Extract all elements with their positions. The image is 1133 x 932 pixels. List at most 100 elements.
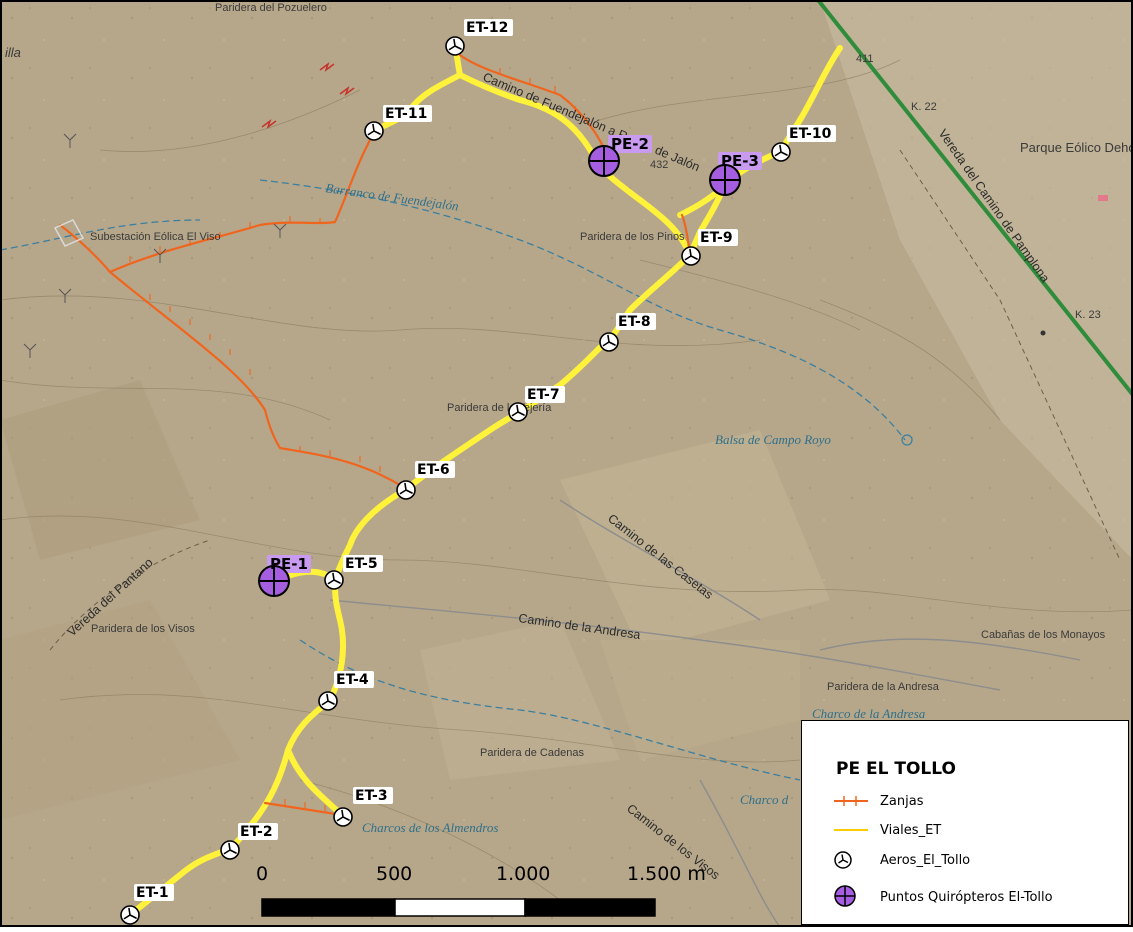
- bat-point-label: PE-1: [270, 555, 308, 573]
- bat-points-layer: PE-1 PE-2PE-3: [258, 135, 762, 597]
- wind-turbine-icon: [599, 332, 619, 352]
- water-label-charco-andresa: Charco de la Andresa: [812, 706, 926, 721]
- wind-turbine-et-9[interactable]: ET-9: [681, 229, 738, 266]
- turbine-label-halo: [464, 19, 513, 36]
- bat-point-label: PE-2: [611, 135, 649, 153]
- water-label-charco-edge: Charco d: [740, 792, 789, 807]
- scale-label-0: 0: [256, 863, 268, 885]
- wind-turbine-et-2[interactable]: ET-2: [220, 823, 278, 860]
- bat-point-icon: [834, 885, 856, 907]
- legend-label-zanjas: Zanjas: [880, 794, 924, 809]
- turbine-label-halo: [787, 125, 836, 142]
- km-label-22: K. 22: [911, 101, 937, 113]
- turbine-label: ET-10: [789, 126, 832, 142]
- turbine-label-halo: [698, 229, 738, 246]
- km-post-23: [1040, 330, 1046, 336]
- turbine-label-halo: [343, 555, 383, 572]
- wind-turbine-icon: [318, 691, 338, 711]
- legend-label-quiropteros: Puntos Quirópteros El-Tollo: [880, 890, 1053, 905]
- bat-point-pe-1[interactable]: PE-1: [258, 555, 311, 597]
- wind-turbine-icon: [508, 402, 528, 422]
- place-label-visos: Paridera de los Visos: [91, 623, 195, 635]
- turbine-label-halo: [616, 313, 656, 330]
- wind-turbine-et-5[interactable]: ET-5: [324, 555, 383, 590]
- elevation-label-432: 432: [650, 159, 668, 171]
- place-label-substation: Subestación Eólica El Viso: [90, 231, 221, 243]
- turbine-label-halo: [353, 787, 393, 804]
- wind-turbine-et-10[interactable]: ET-10: [771, 125, 836, 162]
- small-windmill-icons: [23, 133, 287, 358]
- wind-turbine-et-1[interactable]: ET-1: [120, 884, 174, 925]
- wind-turbine-icon: [120, 905, 140, 925]
- scale-label-500: 500: [376, 863, 412, 885]
- wind-turbine-icon: [324, 570, 344, 590]
- place-label-pozuelero: Paridera del Pozuelero: [215, 2, 327, 14]
- trench-ticks: [129, 68, 576, 811]
- field-boundaries: [0, 59, 1133, 901]
- km-label-23: K. 23: [1075, 309, 1101, 321]
- place-label-edge: illa: [5, 45, 21, 60]
- wind-turbine-icon: [396, 480, 416, 500]
- legend-label-aeros: Aeros_El_Tollo: [880, 853, 971, 868]
- wind-turbine-icon: [333, 807, 353, 827]
- turbine-label-halo: [415, 461, 455, 478]
- water-label-almendros: Charcos de los Almendros: [362, 820, 498, 835]
- turbine-label-halo: [134, 884, 174, 901]
- substation-marker: [53, 219, 85, 247]
- water-label-balsa: Balsa de Campo Royo: [715, 432, 831, 447]
- wind-turbine-icon: [445, 36, 465, 56]
- turbine-label: ET-5: [345, 556, 378, 572]
- turbine-label: ET-1: [136, 885, 169, 901]
- scale-label-1500: 1.500 m: [627, 863, 706, 885]
- turbine-label: ET-11: [385, 106, 427, 122]
- wind-turbine-et-11[interactable]: ET-11: [364, 105, 432, 141]
- wind-turbine-et-8[interactable]: ET-8: [599, 313, 656, 352]
- turbine-label: ET-7: [527, 387, 560, 403]
- turbine-label-halo: [383, 105, 432, 122]
- place-label-pinos: Paridera de los Pinos: [580, 231, 685, 243]
- place-label-andresa: Paridera de la Andresa: [827, 681, 940, 693]
- wind-turbine-et-6[interactable]: ET-6: [396, 461, 455, 500]
- gray-roads: [329, 499, 1081, 928]
- turbine-label: ET-9: [700, 230, 733, 246]
- bat-point-pe-3[interactable]: PE-3: [709, 152, 762, 196]
- place-label-monayos: Cabañas de los Monayos: [981, 629, 1106, 641]
- turbine-label: ET-4: [336, 672, 369, 688]
- scale-label-1000: 1.000: [496, 863, 550, 885]
- turbine-label-halo: [525, 386, 565, 403]
- place-label-parque-eolico: Parque Eólico Deho: [1020, 140, 1133, 155]
- field-patches: [0, 0, 1133, 820]
- turbine-label-halo: [334, 671, 374, 688]
- place-labels: Paridera del Pozuelero Subestación Eólic…: [5, 2, 1133, 759]
- scale-bar: 0 500 1.000 1.500 m: [256, 863, 706, 917]
- place-label-cadenas: Paridera de Cadenas: [480, 747, 584, 759]
- vereda-pantano-path: [49, 539, 211, 651]
- wind-turbine-icon: [220, 840, 240, 860]
- road-line-icon: [834, 829, 868, 831]
- highway-line: [816, 0, 1133, 397]
- turbine-label: ET-2: [240, 824, 273, 840]
- balsa-marker: [901, 434, 913, 446]
- red-lightning-marks: [261, 61, 355, 130]
- wind-turbine-icon: [834, 851, 852, 869]
- turbine-label: ET-8: [618, 314, 651, 330]
- wind-turbine-et-4[interactable]: ET-4: [318, 671, 374, 711]
- turbine-label: ET-6: [417, 462, 450, 478]
- farm-building: [1098, 195, 1108, 201]
- turbine-label: ET-3: [355, 788, 388, 804]
- bat-point-pe-2[interactable]: PE-2: [588, 135, 652, 177]
- wind-turbine-et-12[interactable]: ET-12: [445, 19, 513, 56]
- turbines-layer: ET-1 ET-2 ET-3 ET-4 ET-5 ET-6 ET-7 ET-8 ET-9 ET-1…: [120, 19, 836, 925]
- bat-point-label: PE-3: [721, 152, 759, 170]
- trench-line-icon: [834, 796, 868, 806]
- turbine-label-halo: [238, 823, 278, 840]
- legend-title: PE EL TOLLO: [836, 759, 956, 779]
- wind-turbine-et-7[interactable]: ET-7: [508, 386, 565, 422]
- wind-turbine-icon: [681, 246, 701, 266]
- wind-turbine-icon: [771, 142, 791, 162]
- wind-turbine-et-3[interactable]: ET-3: [333, 787, 393, 827]
- place-label-tejeria: Paridera de la Tejería: [447, 402, 552, 414]
